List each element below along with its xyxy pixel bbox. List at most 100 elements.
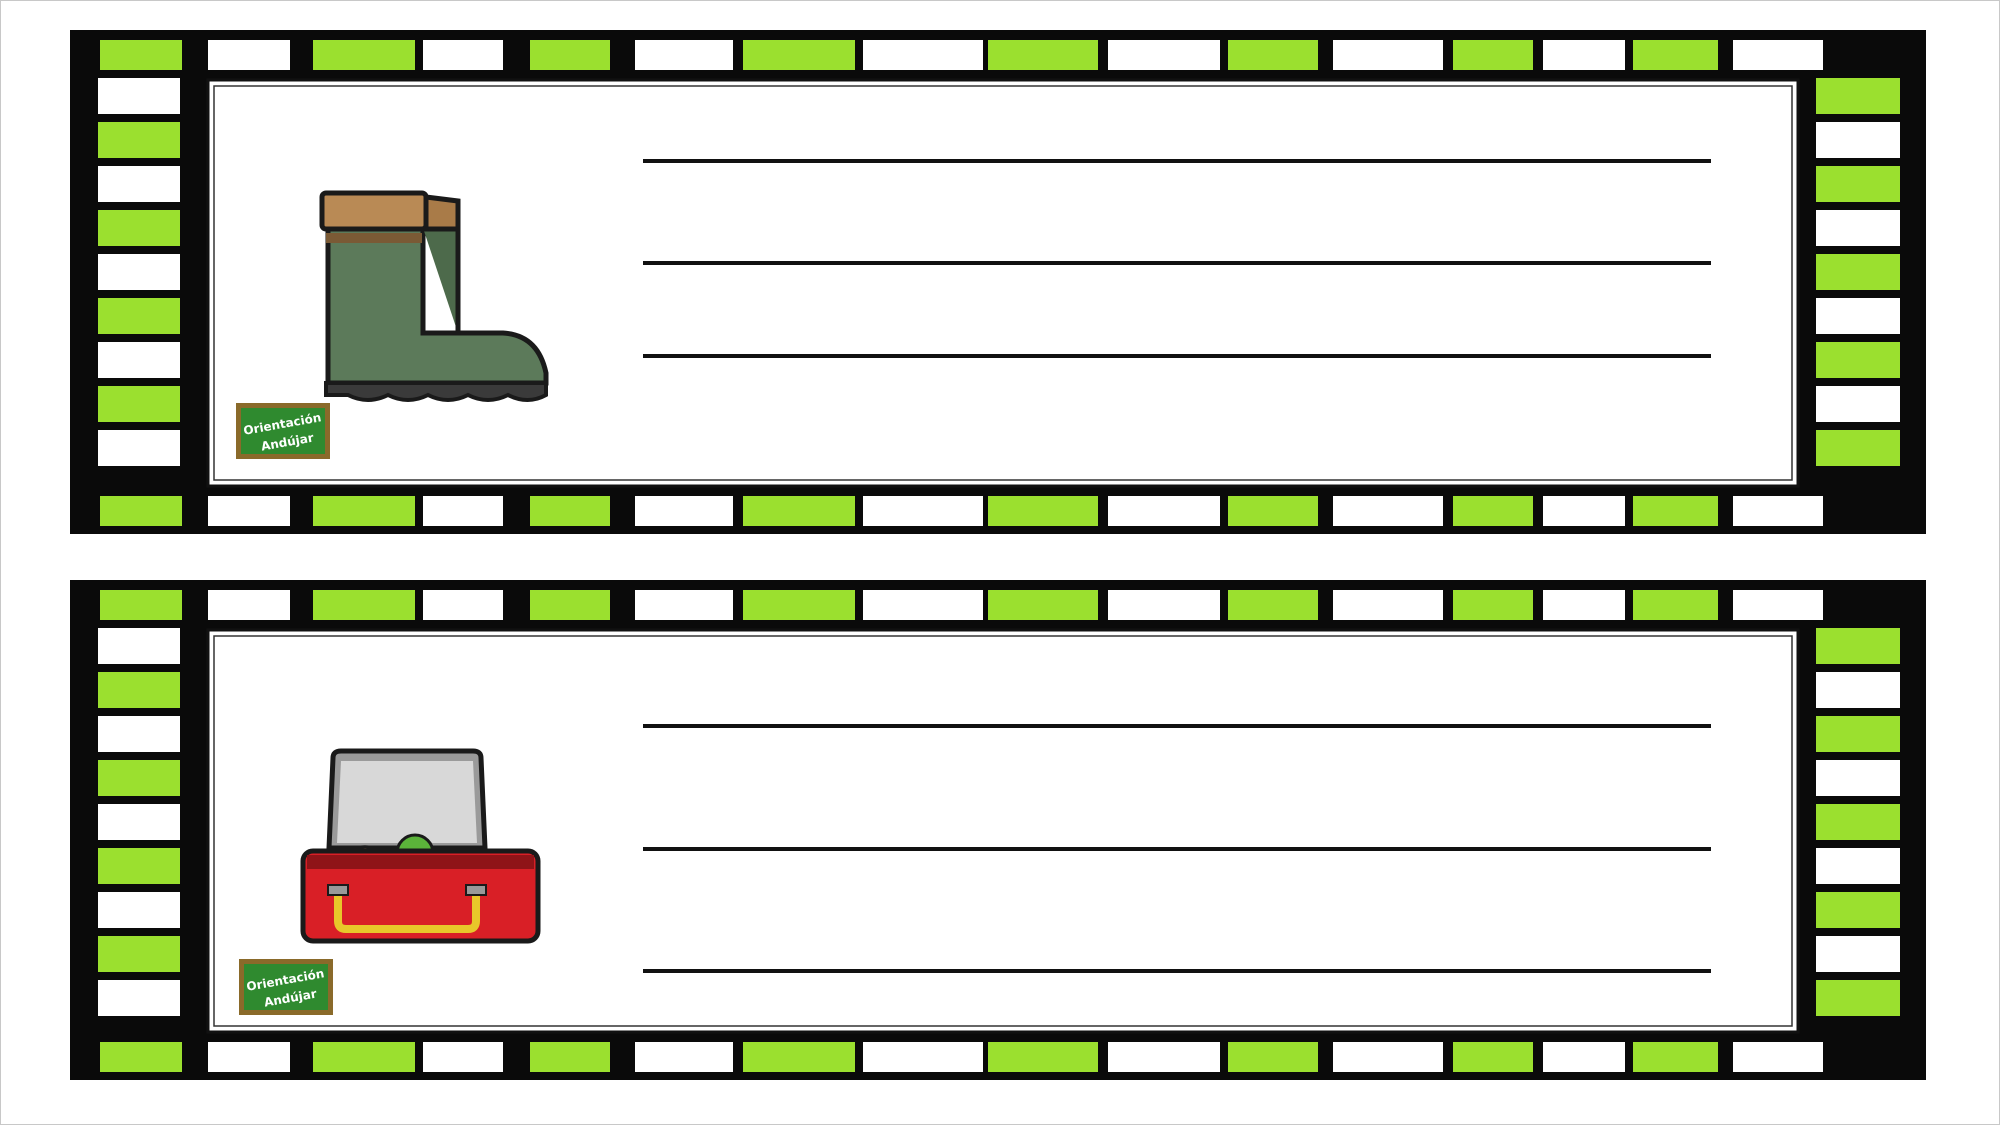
border-block <box>1633 496 1718 526</box>
border-block <box>313 40 415 70</box>
border-block <box>1733 40 1823 70</box>
card-border <box>70 30 1926 534</box>
border-block <box>1816 804 1900 840</box>
border-block <box>743 590 855 620</box>
border-block <box>863 590 983 620</box>
border-blocks-bottom <box>100 496 1823 526</box>
border-block <box>1816 166 1900 202</box>
border-block <box>1453 590 1533 620</box>
border-block <box>988 1042 1098 1072</box>
border-block <box>1816 936 1900 972</box>
border-block <box>1108 40 1220 70</box>
border-block <box>98 254 180 290</box>
border-block <box>1108 590 1220 620</box>
border-block <box>1228 1042 1318 1072</box>
border-block <box>988 590 1098 620</box>
border-block <box>1816 386 1900 422</box>
border-block <box>743 1042 855 1072</box>
border-block <box>1228 590 1318 620</box>
border-block <box>98 716 180 752</box>
border-block <box>1816 628 1900 664</box>
border-block <box>1816 892 1900 928</box>
border-block <box>1816 122 1900 158</box>
border-block <box>863 40 983 70</box>
border-blocks-right <box>1816 628 1900 1016</box>
border-block <box>100 496 182 526</box>
border-block <box>1816 210 1900 246</box>
border-block <box>98 78 180 114</box>
border-block <box>1816 298 1900 334</box>
border-blocks-left <box>98 628 180 1016</box>
border-block <box>1228 496 1318 526</box>
border-block <box>98 430 180 466</box>
writing-lines <box>643 159 1711 358</box>
border-block <box>100 1042 182 1072</box>
border-block <box>423 590 503 620</box>
border-block <box>1453 1042 1533 1072</box>
orientacion-andujar-logo: Orientación Andújar <box>233 400 333 462</box>
border-block <box>98 760 180 796</box>
border-block <box>98 804 180 840</box>
border-block <box>98 166 180 202</box>
border-block <box>1633 590 1718 620</box>
border-block <box>98 980 180 1016</box>
border-block <box>423 1042 503 1072</box>
border-block <box>1633 1042 1718 1072</box>
border-block <box>863 1042 983 1072</box>
border-block <box>1333 40 1443 70</box>
border-block <box>1333 590 1443 620</box>
border-block <box>98 210 180 246</box>
label-card-boot: Orientación Andújar <box>68 28 1928 538</box>
border-blocks-top <box>100 590 1823 620</box>
border-block <box>1333 1042 1443 1072</box>
lunchbox-icon <box>300 748 541 944</box>
border-block <box>1228 40 1318 70</box>
border-block <box>1108 496 1220 526</box>
border-block <box>1543 40 1625 70</box>
border-block <box>100 40 182 70</box>
border-block <box>423 496 503 526</box>
border-block <box>1543 496 1625 526</box>
chalkboard-icon: Orientación Andújar <box>236 403 330 459</box>
border-block <box>1543 590 1625 620</box>
border-block <box>1816 716 1900 752</box>
border-block <box>423 40 503 70</box>
chalkboard-icon: Orientación Andújar <box>239 959 333 1015</box>
border-block <box>98 848 180 884</box>
border-block <box>208 1042 290 1072</box>
border-block <box>1816 760 1900 796</box>
border-block <box>1816 848 1900 884</box>
border-block <box>1733 496 1823 526</box>
border-block <box>98 342 180 378</box>
border-block <box>743 496 855 526</box>
rubber-boot-icon <box>319 190 549 402</box>
border-block <box>208 496 290 526</box>
border-block <box>313 590 415 620</box>
border-block <box>1633 40 1718 70</box>
border-block <box>208 590 290 620</box>
border-block <box>1816 78 1900 114</box>
border-block <box>98 628 180 664</box>
border-block <box>98 298 180 334</box>
border-block <box>530 40 610 70</box>
border-blocks-top <box>100 40 1823 70</box>
border-block <box>530 590 610 620</box>
border-block <box>635 496 733 526</box>
border-block <box>1733 1042 1823 1072</box>
border-block <box>863 496 983 526</box>
border-block <box>98 892 180 928</box>
border-block <box>1816 980 1900 1016</box>
border-block <box>743 40 855 70</box>
border-block <box>635 40 733 70</box>
border-block <box>530 496 610 526</box>
border-block <box>988 496 1098 526</box>
border-block <box>1733 590 1823 620</box>
border-block <box>208 40 290 70</box>
border-block <box>1543 1042 1625 1072</box>
orientacion-andujar-logo: Orientación Andújar <box>236 956 336 1018</box>
border-block <box>635 590 733 620</box>
border-block <box>98 122 180 158</box>
border-block <box>1333 496 1443 526</box>
border-blocks-right <box>1816 78 1900 466</box>
border-block <box>98 672 180 708</box>
